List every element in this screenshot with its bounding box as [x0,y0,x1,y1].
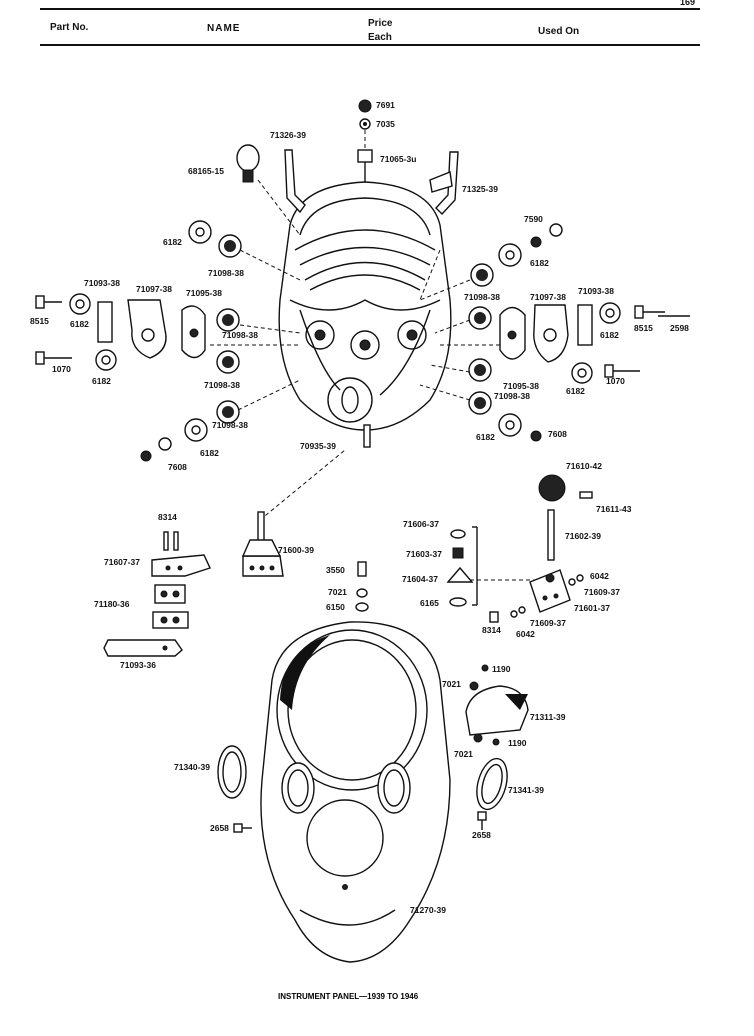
screw-icon [477,811,487,821]
switch-icon [363,424,371,448]
label-7021-a: 7021 [328,587,347,597]
label-71098-38-l4: 71098-38 [212,420,248,430]
screws [35,295,690,378]
label-1070-l: 1070 [52,364,71,374]
label-2658-r: 2658 [472,830,491,840]
label-71341-39: 71341-39 [508,785,544,795]
instrument-housing [278,149,452,431]
label-71065-3u: 71065-3u [380,154,416,164]
lower-left-brackets [103,531,211,657]
lens-71341-icon [476,757,508,811]
bulb-icon [236,144,260,183]
label-6182-l1: 6182 [163,237,182,247]
label-7608-r: 7608 [548,429,567,439]
label-1190-b: 1190 [508,738,527,748]
header-price: Price [368,18,393,29]
bracket-71600-icon [241,511,284,577]
plate-71311-icon [465,664,529,746]
label-71097-38-r: 71097-38 [530,292,566,302]
label-7021-b: 7021 [442,679,461,689]
label-6042-r: 6042 [590,571,609,581]
leader-lines [210,130,540,581]
label-71603-37: 71603-37 [406,549,442,559]
label-6182-r2: 6182 [600,330,619,340]
label-71610-42: 71610-42 [566,461,602,471]
label-71098-38-l3: 71098-38 [204,380,240,390]
label-71093-38-l: 71093-38 [84,278,120,288]
page-number: 169 [680,0,696,7]
label-71098-38-l2: 71098-38 [222,330,258,340]
label-71604-37: 71604-37 [402,574,438,584]
label-68165-15: 68165-15 [188,166,224,176]
bracket-icon [284,149,306,214]
label-8515-r: 8515 [634,323,653,333]
label-2658-l: 2658 [210,823,229,833]
label-71325-39: 71325-39 [462,184,498,194]
label-2598: 2598 [670,323,689,333]
brackets [97,299,593,363]
label-71602-39: 71602-39 [565,531,601,541]
nut-icon [358,99,372,113]
label-6182-l4: 6182 [200,448,219,458]
header-bottom-rule [40,44,700,46]
label-71093-38-r: 71093-38 [578,286,614,296]
label-71311-39: 71311-39 [530,712,566,722]
instrument-panel-bezel [260,621,451,963]
bracket-71601-icon [489,569,584,623]
label-71606-37: 71606-37 [403,519,439,529]
label-1190-a: 1190 [492,664,511,674]
label-71098-38-l1: 71098-38 [208,268,244,278]
header-each: Each [368,32,392,43]
label-70935-39: 70935-39 [300,441,336,451]
header-part-no: Part No. [50,22,89,33]
label-71095-38-l: 71095-38 [186,288,222,298]
diagram-caption: INSTRUMENT PANEL—1939 TO 1946 [278,992,419,1001]
label-71097-38-l: 71097-38 [136,284,172,294]
header-used-on: Used On [538,26,580,37]
washers [69,220,621,462]
label-71609-37-b: 71609-37 [530,618,566,628]
header-name: NAME [207,23,241,34]
label-6182-r1: 6182 [530,258,549,268]
label-6182-r4: 6182 [476,432,495,442]
label-6150: 6150 [326,602,345,612]
label-8314-b: 8314 [482,625,501,635]
label-6042-b: 6042 [516,629,535,639]
label-71600-39: 71600-39 [278,545,314,555]
label-6182-l3: 6182 [92,376,111,386]
label-71270-39: 71270-39 [410,905,446,915]
label-71326-39: 71326-39 [270,130,306,140]
label-71601-37: 71601-37 [574,603,610,613]
label-6182-l2: 6182 [70,319,89,329]
label-7590: 7590 [524,214,543,224]
label-8515-l: 8515 [30,316,49,326]
label-6182-r3: 6182 [566,386,585,396]
label-3550: 3550 [326,565,345,575]
lens-71340-icon [217,745,247,799]
header-top-rule [40,8,700,10]
label-8314-l: 8314 [158,512,177,522]
label-7691: 7691 [376,100,395,110]
label-71607-37: 71607-37 [104,557,140,567]
label-71611-43: 71611-43 [596,504,632,514]
label-71098-38-r1: 71098-38 [464,292,500,302]
label-71093-36: 71093-36 [120,660,156,670]
label-71095-38-r: 71095-38 [503,381,539,391]
center-hardware [355,526,478,612]
knob-icon [538,474,593,561]
label-71098-38-r2: 71098-38 [494,391,530,401]
label-71340-39: 71340-39 [174,762,210,772]
bracket-icon [435,151,459,216]
label-7035: 7035 [376,119,395,129]
label-71609-37-r: 71609-37 [584,587,620,597]
label-1070-r: 1070 [606,376,625,386]
label-71180-36: 71180-36 [94,599,130,609]
label-7608-l: 7608 [168,462,187,472]
label-7021-c: 7021 [454,749,473,759]
screw-icon [233,823,243,833]
label-6165: 6165 [420,598,439,608]
